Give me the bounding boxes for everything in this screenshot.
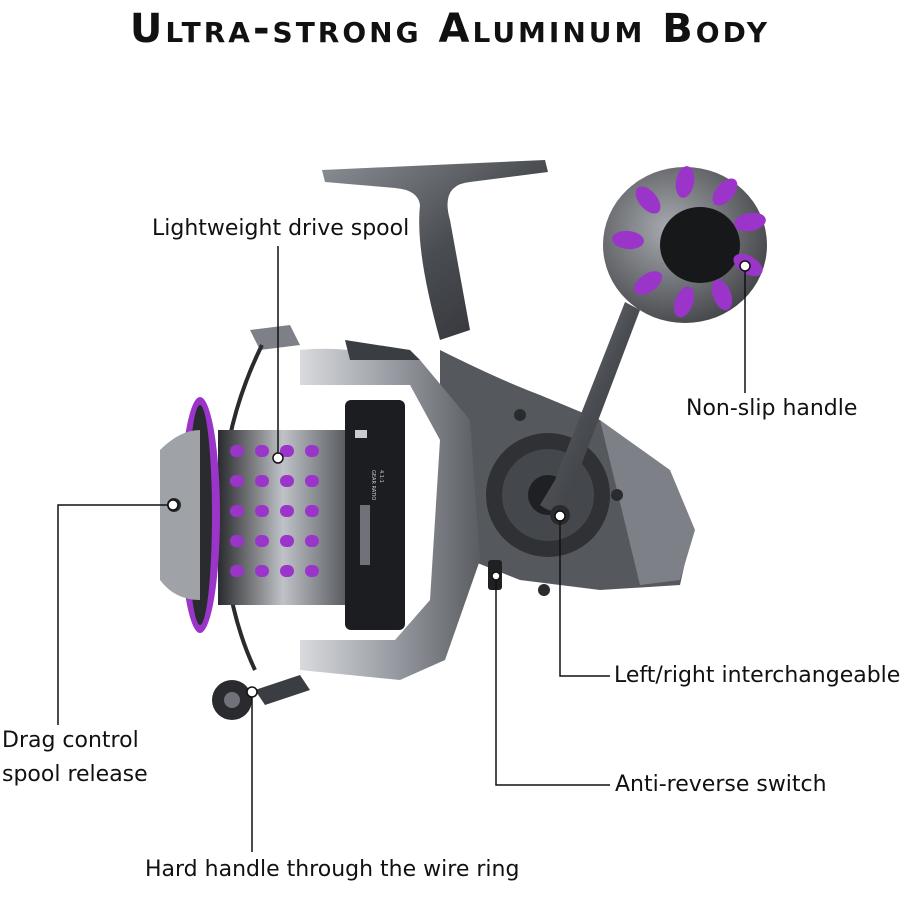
rotor: [250, 325, 480, 680]
gear-ratio-value: 4.1:1: [378, 470, 384, 483]
callout-interchangeable: Left/right interchangeable: [614, 663, 900, 688]
callout-anti-reverse: Anti-reverse switch: [615, 772, 827, 797]
callout-drag-line1: Drag control: [2, 728, 139, 753]
dot-non-slip: [739, 260, 751, 272]
leader-drag: [57, 504, 173, 725]
leader-anti-reverse: [495, 576, 610, 786]
callout-drag-line2: spool release: [2, 762, 148, 787]
dot-drive-spool: [272, 452, 284, 464]
dot-anti-reverse: [491, 571, 501, 581]
callout-hard-handle: Hard handle through the wire ring: [145, 857, 520, 882]
callout-non-slip-handle: Non-slip handle: [686, 396, 858, 421]
gear-ratio-label: GEAR RATIO: [370, 470, 376, 500]
leader-lines: [57, 246, 751, 852]
handle-knob: [603, 166, 767, 323]
spool: GEAR RATIO 4.1:1: [160, 397, 405, 633]
page-title: Ultra-strong Aluminum Body: [129, 6, 771, 52]
dot-hard-handle: [246, 686, 258, 698]
dot-interchangeable: [554, 510, 566, 522]
leader-interchangeable: [559, 516, 610, 677]
dot-drag: [167, 499, 179, 511]
callout-drive-spool: Lightweight drive spool: [152, 216, 410, 241]
bail-arm: [212, 675, 310, 720]
rod-foot: [322, 160, 548, 340]
